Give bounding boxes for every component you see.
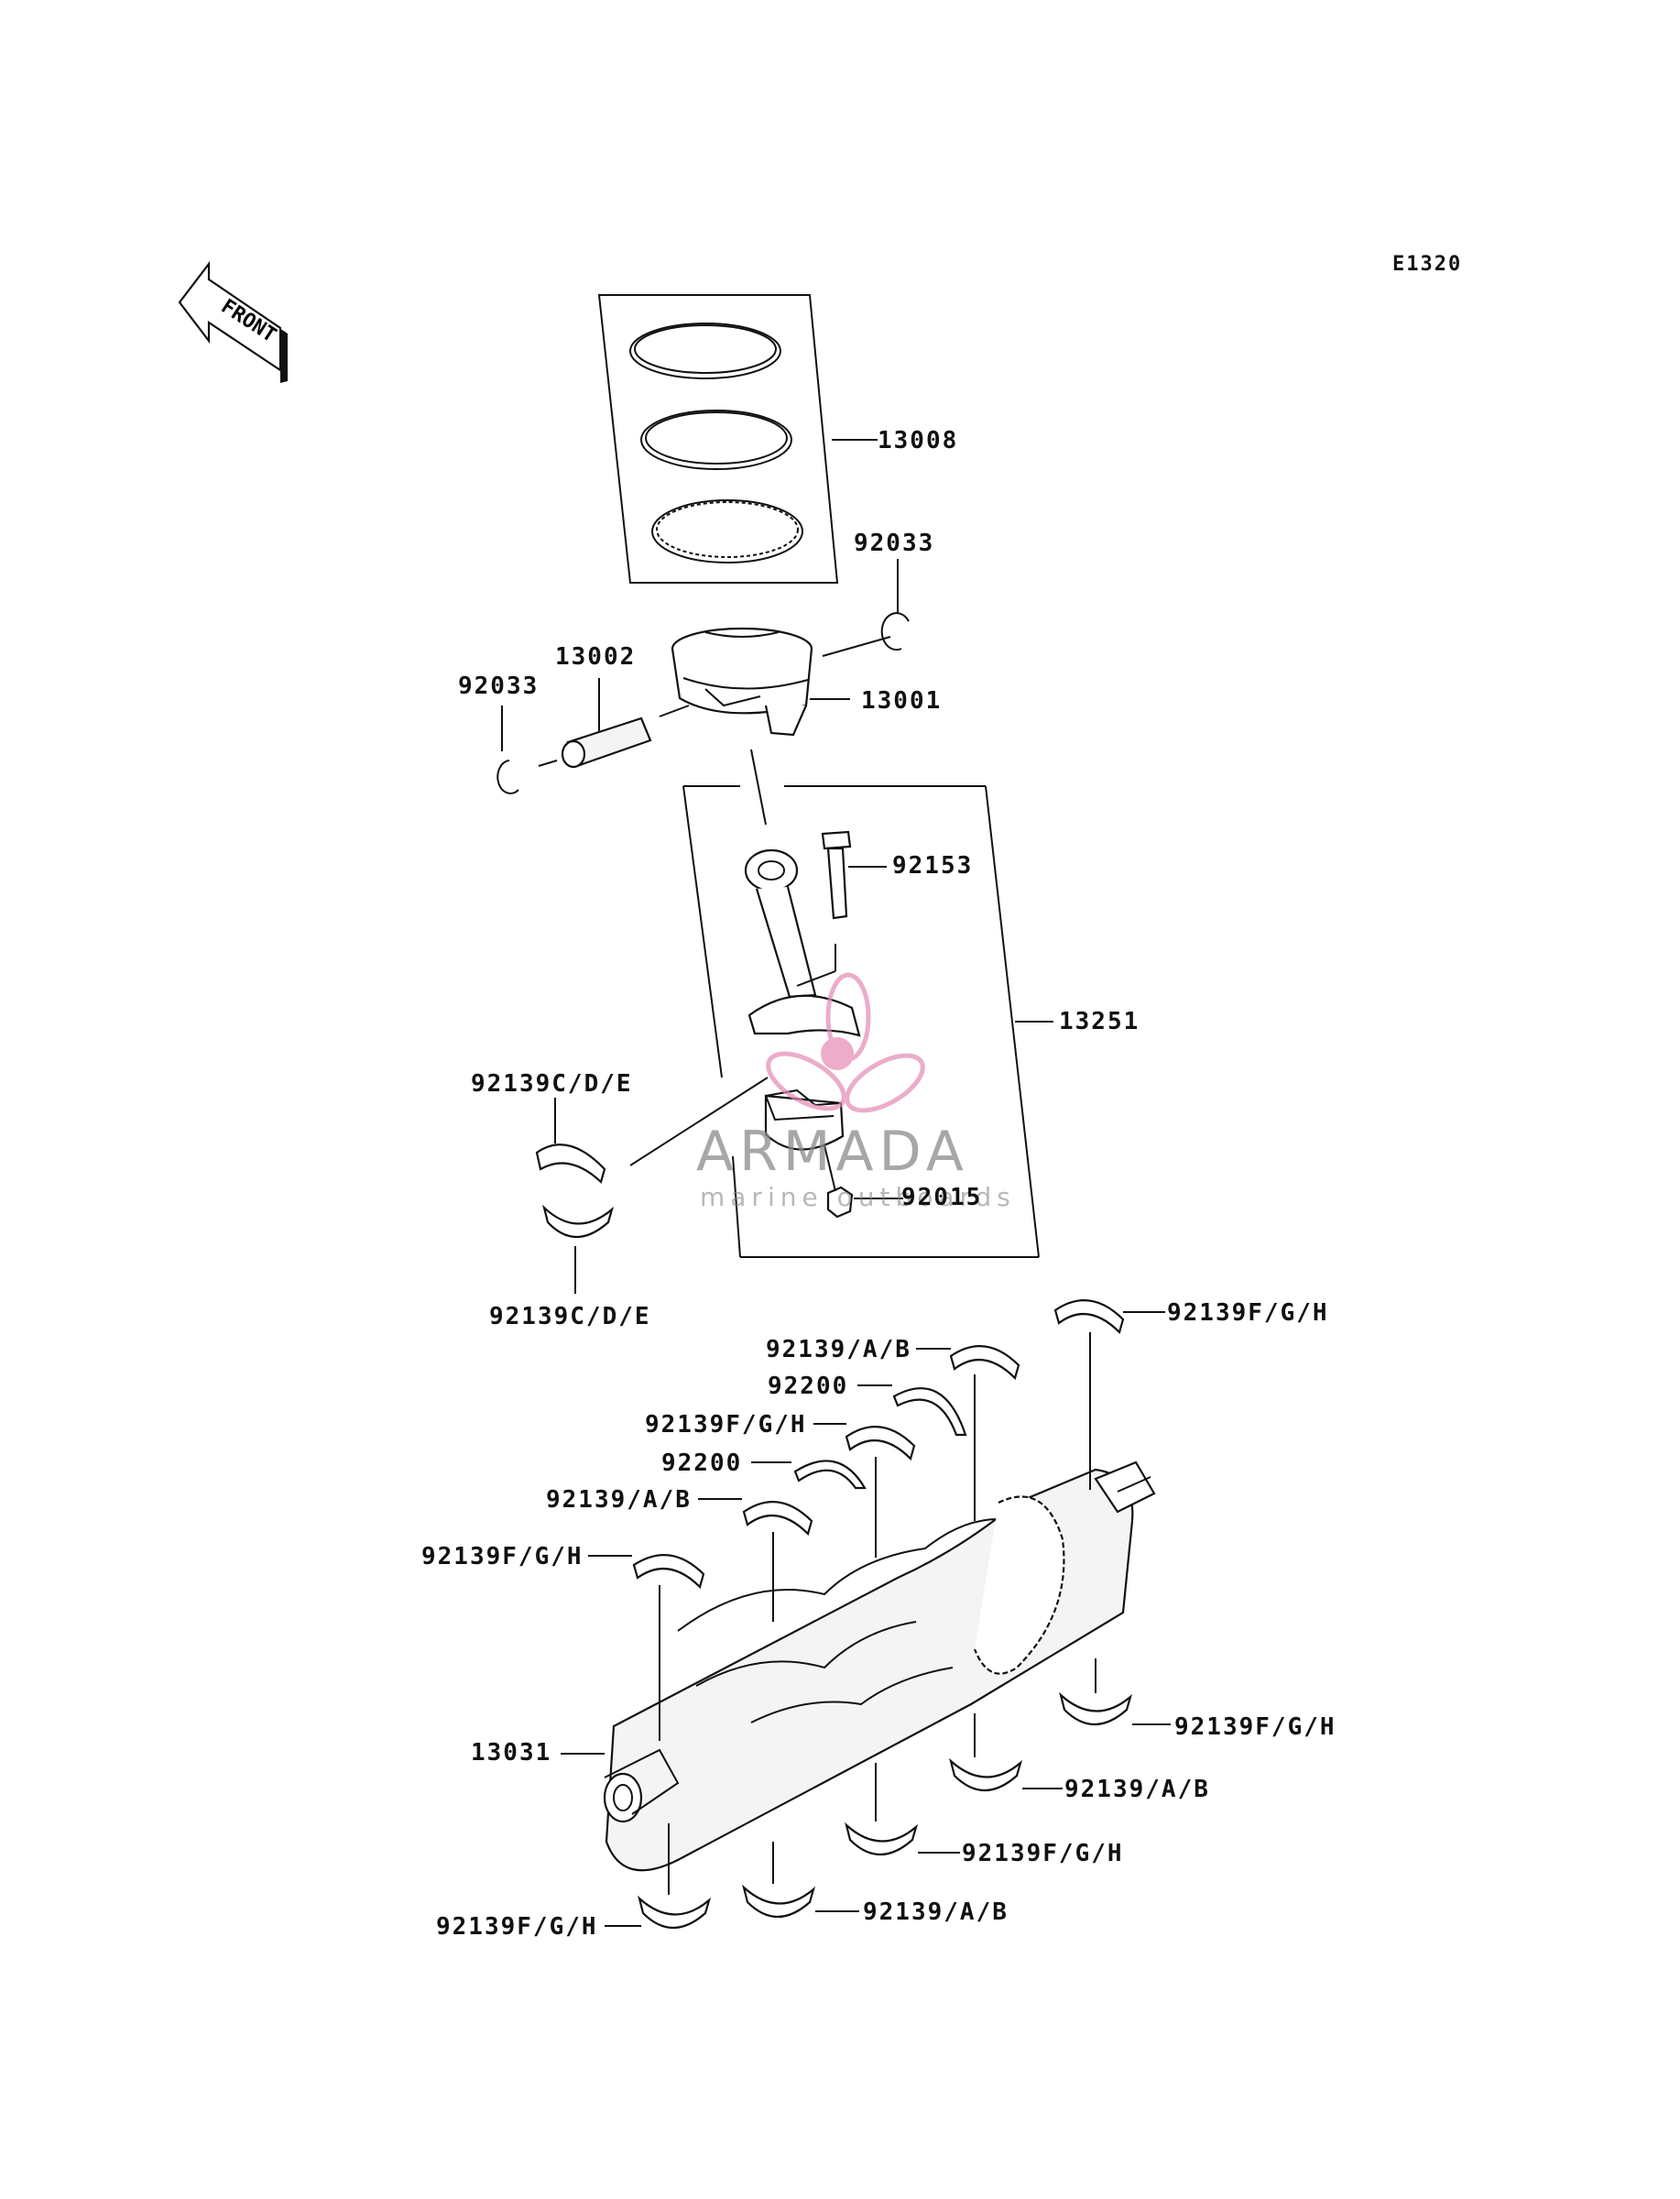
part-label-92139fgh-r1[interactable]: 92139F/G/H	[1167, 1299, 1329, 1327]
part-label-92139fgh-l1[interactable]: 92139F/G/H	[421, 1543, 584, 1570]
piston-ring-set	[597, 294, 878, 584]
diagram-code: E1320	[1392, 253, 1463, 276]
main-bearing-r2	[1059, 1658, 1171, 1726]
watermark-tagline: marine outboards	[700, 1182, 1016, 1212]
main-bearing-t1	[916, 1345, 1020, 1521]
piston-pin	[538, 678, 652, 769]
part-label-13002[interactable]: 13002	[555, 643, 637, 671]
part-label-92139cde-lower[interactable]: 92139C/D/E	[489, 1303, 651, 1330]
part-label-92139fgh-t2[interactable]: 92139F/G/H	[645, 1411, 807, 1439]
part-label-92139ab-t2[interactable]: 92139/A/B	[546, 1486, 692, 1514]
conrod-bearing-upper	[535, 1077, 769, 1185]
piston	[659, 627, 850, 737]
part-label-13251[interactable]: 13251	[1059, 1008, 1140, 1035]
part-label-92139ab-b1[interactable]: 92139/A/B	[863, 1898, 1009, 1926]
watermark-name: ARMADA	[696, 1120, 969, 1184]
main-bearing-r3	[949, 1713, 1063, 1792]
part-label-92139ab-r2[interactable]: 92139/A/B	[1064, 1776, 1210, 1803]
main-bearing-l1	[588, 1554, 705, 1741]
part-label-92139fgh-r2[interactable]: 92139F/G/H	[1174, 1713, 1336, 1741]
main-bearing-r1	[1053, 1299, 1165, 1490]
circlip-right	[822, 559, 910, 657]
part-label-92033-left[interactable]: 92033	[458, 673, 540, 700]
part-label-92139cde-upper[interactable]: 92139C/D/E	[471, 1070, 633, 1098]
main-bearing-b1	[605, 1823, 712, 1930]
conrod-bearing-lower	[542, 1204, 615, 1294]
circlip-left	[496, 706, 519, 794]
part-label-92153[interactable]: 92153	[892, 852, 974, 880]
main-bearing-b3	[845, 1763, 960, 1856]
part-label-92200-t1[interactable]: 92200	[768, 1373, 849, 1400]
main-bearing-t2	[813, 1423, 916, 1558]
part-label-92139ab-t1[interactable]: 92139/A/B	[766, 1336, 911, 1363]
part-label-92139fgh-b1[interactable]: 92139F/G/H	[436, 1913, 598, 1941]
front-arrow-icon: FRONT	[178, 260, 288, 383]
part-label-92033-right[interactable]: 92033	[854, 530, 935, 557]
main-bearing-t3	[698, 1498, 813, 1622]
part-label-92139fgh-b2[interactable]: 92139F/G/H	[962, 1840, 1124, 1867]
part-label-13008[interactable]: 13008	[878, 427, 959, 454]
thrust-washer-t1	[857, 1384, 967, 1437]
part-label-13031[interactable]: 13031	[471, 1739, 552, 1767]
watermark-propeller-icon	[766, 972, 925, 1113]
part-label-92200-t2[interactable]: 92200	[661, 1450, 743, 1477]
crankshaft	[561, 1461, 1156, 1872]
part-label-13001[interactable]: 13001	[861, 687, 943, 715]
part-label-92015[interactable]: 92015	[901, 1184, 983, 1211]
thrust-washer-t2	[751, 1460, 867, 1490]
main-bearing-b2	[742, 1842, 859, 1919]
